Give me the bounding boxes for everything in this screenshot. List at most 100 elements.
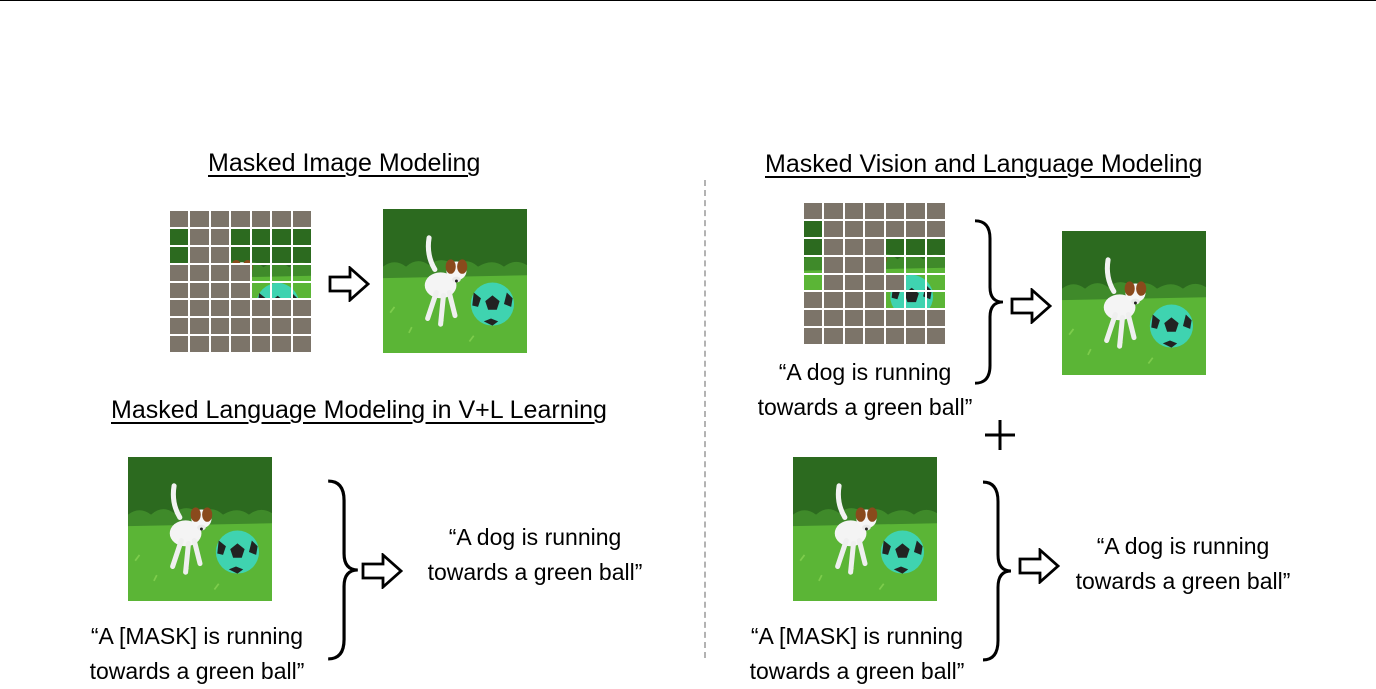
masked-patch bbox=[823, 327, 844, 345]
masked-patch bbox=[823, 202, 844, 220]
visible-patch bbox=[291, 281, 312, 300]
masked-patch bbox=[250, 210, 272, 228]
visible-patch bbox=[925, 255, 946, 274]
visible-patch bbox=[803, 273, 824, 292]
masked-patch bbox=[250, 299, 272, 318]
masked-patch bbox=[291, 317, 312, 336]
plus-icon bbox=[982, 418, 1018, 452]
caption-line: towards a green ball” bbox=[749, 658, 965, 684]
masked-patch bbox=[291, 299, 312, 318]
masked-patch bbox=[209, 263, 231, 282]
masked-patch bbox=[843, 273, 865, 292]
masked-patch bbox=[864, 202, 885, 220]
masked-patch bbox=[271, 317, 292, 336]
masked-patch bbox=[884, 309, 906, 328]
masked-patch bbox=[905, 327, 926, 345]
visible-patch bbox=[803, 255, 824, 274]
visible-patch bbox=[271, 227, 292, 246]
masked-patch bbox=[884, 219, 906, 238]
visible-patch bbox=[925, 291, 946, 310]
visible-patch bbox=[250, 263, 272, 282]
masked-patch bbox=[291, 210, 312, 228]
visible-patch bbox=[250, 245, 272, 264]
masked-patch bbox=[189, 227, 210, 246]
caption-line: “A [MASK] is running bbox=[90, 623, 304, 649]
visible-patch bbox=[169, 227, 190, 246]
masked-patch bbox=[271, 299, 292, 318]
masked-patch bbox=[271, 210, 292, 228]
top-rule bbox=[0, 0, 1376, 1]
visible-patch bbox=[169, 245, 190, 264]
masked-image-grid-left bbox=[169, 210, 312, 353]
masked-patch bbox=[169, 299, 190, 318]
masked-patch bbox=[250, 317, 272, 336]
masked-patch bbox=[905, 219, 926, 238]
input-caption-right: “A dog is running towards a green ball” bbox=[740, 355, 990, 425]
dog-photo bbox=[128, 457, 272, 601]
masked-patch bbox=[925, 219, 946, 238]
visible-patch bbox=[905, 273, 926, 292]
caption-line: “A dog is running bbox=[448, 524, 622, 550]
masked-patch bbox=[864, 291, 885, 310]
dog-photo bbox=[383, 209, 527, 353]
masked-patch bbox=[230, 210, 251, 228]
masked-patch bbox=[230, 299, 251, 318]
masked-patch bbox=[823, 273, 844, 292]
mim-title: Masked Image Modeling bbox=[208, 149, 481, 177]
masked-patch bbox=[209, 317, 231, 336]
masked-patch bbox=[864, 327, 885, 345]
visible-patch bbox=[884, 291, 906, 310]
caption-line: towards a green ball” bbox=[1075, 568, 1291, 594]
masked-patch bbox=[209, 227, 231, 246]
masked-patch bbox=[843, 255, 865, 274]
masked-patch bbox=[823, 291, 844, 310]
visible-patch bbox=[271, 245, 292, 264]
masked-patch bbox=[250, 335, 272, 353]
visible-patch bbox=[925, 237, 946, 256]
masked-patch bbox=[169, 281, 190, 300]
masked-patch bbox=[864, 255, 885, 274]
visible-patch bbox=[291, 263, 312, 282]
hollow-right-arrow-icon bbox=[1018, 548, 1060, 584]
visible-patch bbox=[250, 227, 272, 246]
dog-photo bbox=[793, 457, 937, 601]
visible-patch bbox=[905, 255, 926, 274]
visible-patch bbox=[803, 219, 824, 238]
visible-patch bbox=[803, 237, 824, 256]
masked-patch bbox=[189, 245, 210, 264]
masked-patch bbox=[189, 281, 210, 300]
masked-patch bbox=[864, 309, 885, 328]
masked-patch bbox=[803, 327, 824, 345]
masked-caption-right: “A [MASK] is running towards a green bal… bbox=[732, 619, 982, 689]
mvlm-title: Masked Vision and Language Modeling bbox=[765, 150, 1203, 178]
masked-patch bbox=[169, 317, 190, 336]
masked-patch bbox=[884, 202, 906, 220]
masked-patch bbox=[843, 202, 865, 220]
hollow-right-arrow-icon bbox=[361, 553, 403, 589]
masked-patch bbox=[843, 219, 865, 238]
visible-patch bbox=[250, 281, 272, 300]
masked-patch bbox=[189, 210, 210, 228]
mlm-title: Masked Language Modeling in V+L Learning bbox=[111, 396, 607, 424]
caption-line: “A [MASK] is running bbox=[750, 623, 964, 649]
masked-patch bbox=[925, 202, 946, 220]
masked-patch bbox=[189, 317, 210, 336]
dog-photo bbox=[1062, 231, 1206, 375]
masked-patch bbox=[169, 210, 190, 228]
right-curly-brace-icon bbox=[325, 478, 361, 662]
visible-patch bbox=[905, 291, 926, 310]
visible-patch bbox=[271, 263, 292, 282]
caption-line: “A dog is running bbox=[778, 359, 952, 385]
hollow-right-arrow-icon bbox=[328, 266, 370, 302]
output-caption-left: “A dog is running towards a green ball” bbox=[410, 520, 660, 590]
visible-patch bbox=[905, 237, 926, 256]
masked-patch bbox=[843, 327, 865, 345]
caption-line: “A dog is running bbox=[1096, 533, 1270, 559]
masked-patch bbox=[843, 309, 865, 328]
masked-patch bbox=[823, 255, 844, 274]
masked-patch bbox=[803, 291, 824, 310]
masked-patch bbox=[884, 327, 906, 345]
masked-patch bbox=[230, 335, 251, 353]
masked-patch bbox=[823, 309, 844, 328]
masked-patch bbox=[864, 237, 885, 256]
